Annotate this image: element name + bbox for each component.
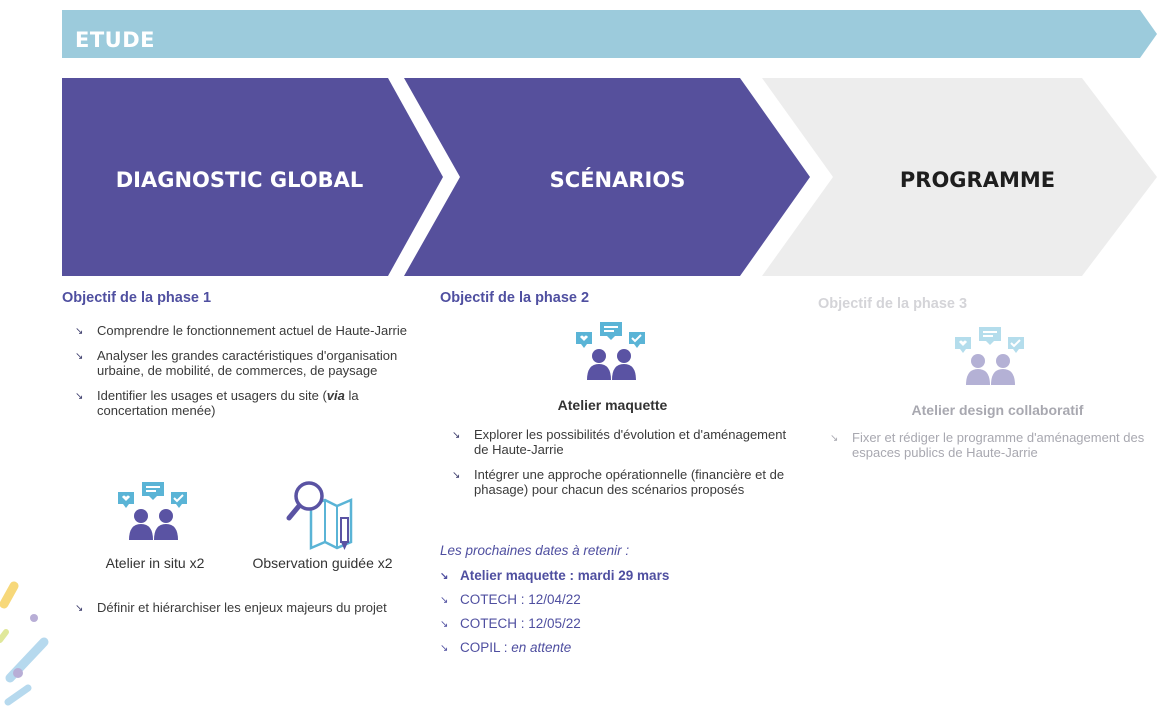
decorative-confetti: [0, 581, 49, 706]
phase-chevrons: [62, 78, 1157, 276]
observation-icon: [286, 481, 353, 550]
bullet-arrow-icon: ↘: [452, 430, 461, 441]
list-item: ↘Identifier les usages et usagers du sit…: [75, 388, 359, 418]
banner-title: ETUDE: [75, 28, 155, 52]
bullet-arrow-icon: ↘: [440, 595, 449, 606]
bullet-arrow-icon: ↘: [75, 351, 84, 362]
phase-2-objective: Objectif de la phase 2: [440, 290, 590, 306]
workshop-icon: [118, 482, 187, 540]
list-item: ↘Intégrer une approche opérationnelle (f…: [452, 467, 785, 497]
list-item: ↘COPIL : en attente: [440, 640, 572, 655]
phase-3-objective: Objectif de la phase 3: [818, 296, 968, 312]
upcoming-dates-title: Les prochaines dates à retenir :: [440, 543, 630, 558]
list-item: ↘Atelier maquette : mardi 29 mars: [440, 568, 670, 583]
workshop-icon: [955, 327, 1024, 385]
phase-1-objective: Objectif de la phase 1: [62, 290, 212, 306]
phase-2-bullets: ↘Explorer les possibilités d'évolution e…: [452, 427, 787, 507]
bullet-arrow-icon: ↘: [440, 571, 449, 582]
list-item: ↘COTECH : 12/05/22: [440, 616, 581, 631]
icon-caption: Atelier maquette: [557, 397, 668, 413]
phase-3-bullets: ↘Fixer et rédiger le programme d'aménage…: [830, 430, 1150, 470]
bullet-arrow-icon: ↘: [452, 470, 461, 481]
chevron-phase-2: [404, 78, 810, 276]
phase-2-title: SCÉNARIOS: [549, 168, 686, 192]
list-item: ↘Analyser les grandes caractéristiques d…: [75, 348, 398, 378]
bullet-arrow-icon: ↘: [440, 643, 449, 654]
phase-1-bullets: ↘Comprendre le fonctionnement actuel de …: [75, 323, 415, 428]
list-item: ↘Définir et hiérarchiser les enjeux maje…: [75, 600, 387, 615]
icon-caption: Observation guidée x2: [252, 555, 393, 571]
list-item: ↘Explorer les possibilités d'évolution e…: [452, 427, 787, 457]
list-item: ↘Comprendre le fonctionnement actuel de …: [75, 323, 408, 338]
chevron-phase-1: [62, 78, 443, 276]
list-item: ↘COTECH : 12/04/22: [440, 592, 581, 607]
bullet-arrow-icon: ↘: [75, 326, 84, 337]
bullet-arrow-icon: ↘: [830, 433, 839, 444]
phase-1-bullets-2: ↘Définir et hiérarchiser les enjeux maje…: [75, 600, 395, 625]
chevron-phase-3: [762, 78, 1157, 276]
bullet-arrow-icon: ↘: [75, 603, 84, 614]
bullet-arrow-icon: ↘: [75, 391, 84, 402]
list-item: ↘Fixer et rédiger le programme d'aménage…: [830, 430, 1145, 460]
phase-3-title: PROGRAMME: [899, 168, 1056, 192]
bullet-arrow-icon: ↘: [440, 619, 449, 630]
workshop-icon: [576, 322, 645, 380]
icon-caption: Atelier in situ x2: [105, 555, 205, 571]
phase-1-title: DIAGNOSTIC GLOBAL: [115, 168, 364, 192]
icon-caption: Atelier design collaboratif: [911, 402, 1084, 418]
upcoming-dates-list: ↘Atelier maquette : mardi 29 mars ↘COTEC…: [440, 568, 669, 664]
etude-banner: [62, 10, 1157, 58]
